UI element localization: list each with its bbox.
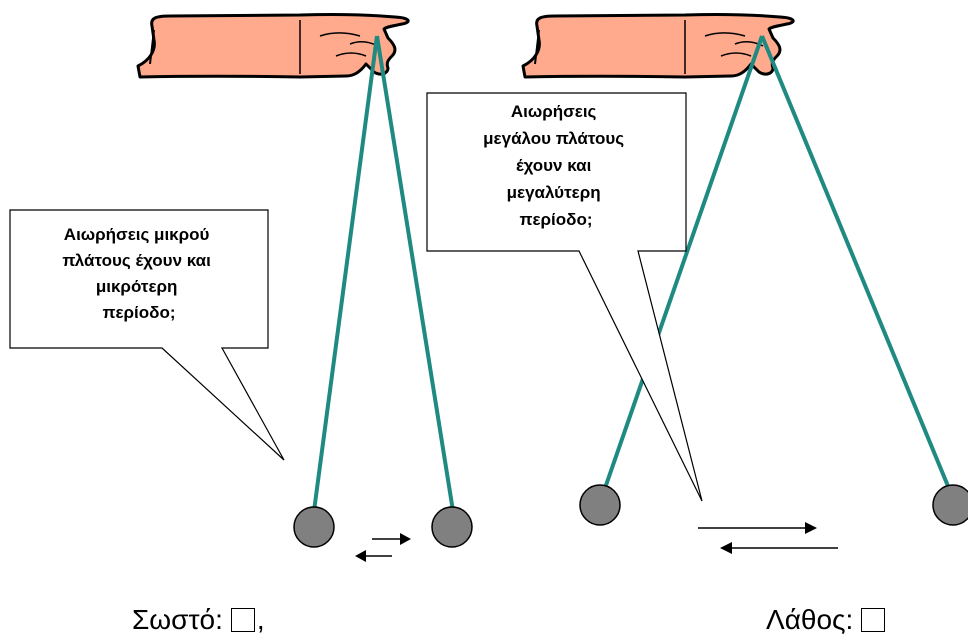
pendulum-bob-right-a [580,485,620,525]
callout-left: Αιωρήσεις μικρού πλάτους έχουν και μικρό… [10,210,284,460]
oscillation-arrows-small [355,533,411,562]
callout-left-line-2: πλάτους έχουν και [62,251,211,270]
callout-right-line-2: μεγάλου πλάτους [483,129,624,148]
callout-right-line-3: έχουν και [516,156,592,175]
pendulum-string-left-a [314,36,377,511]
correct-checkbox[interactable] [231,608,255,632]
callout-right-line-4: μεγαλύτερη [507,183,601,202]
pendulum-bob-left-a [294,507,334,547]
pendulum-bob-left-b [432,507,472,547]
oscillation-arrows-large [698,522,838,554]
pendulum-bob-right-b [933,485,968,525]
pendulum-string-right-b [762,36,950,491]
correct-label: Σωστό: [132,604,223,636]
answer-wrong: Λάθος: [766,604,885,636]
callout-left-line-3: μικρότερη [96,277,178,296]
correct-suffix: , [257,604,265,636]
hand-icon-left [138,14,408,77]
callout-right: Αιωρήσεις μεγάλου πλάτους έχουν και μεγα… [427,93,702,501]
wrong-label: Λάθος: [766,604,853,636]
callout-left-line-4: περίοδο; [102,303,175,322]
callout-right-line-1: Αιωρήσεις [511,102,597,121]
callout-right-line-5: περίοδο; [519,210,592,229]
callout-left-line-1: Αιωρήσεις μικρού [64,225,210,244]
wrong-checkbox[interactable] [861,608,885,632]
answer-correct: Σωστό: , [132,604,265,636]
